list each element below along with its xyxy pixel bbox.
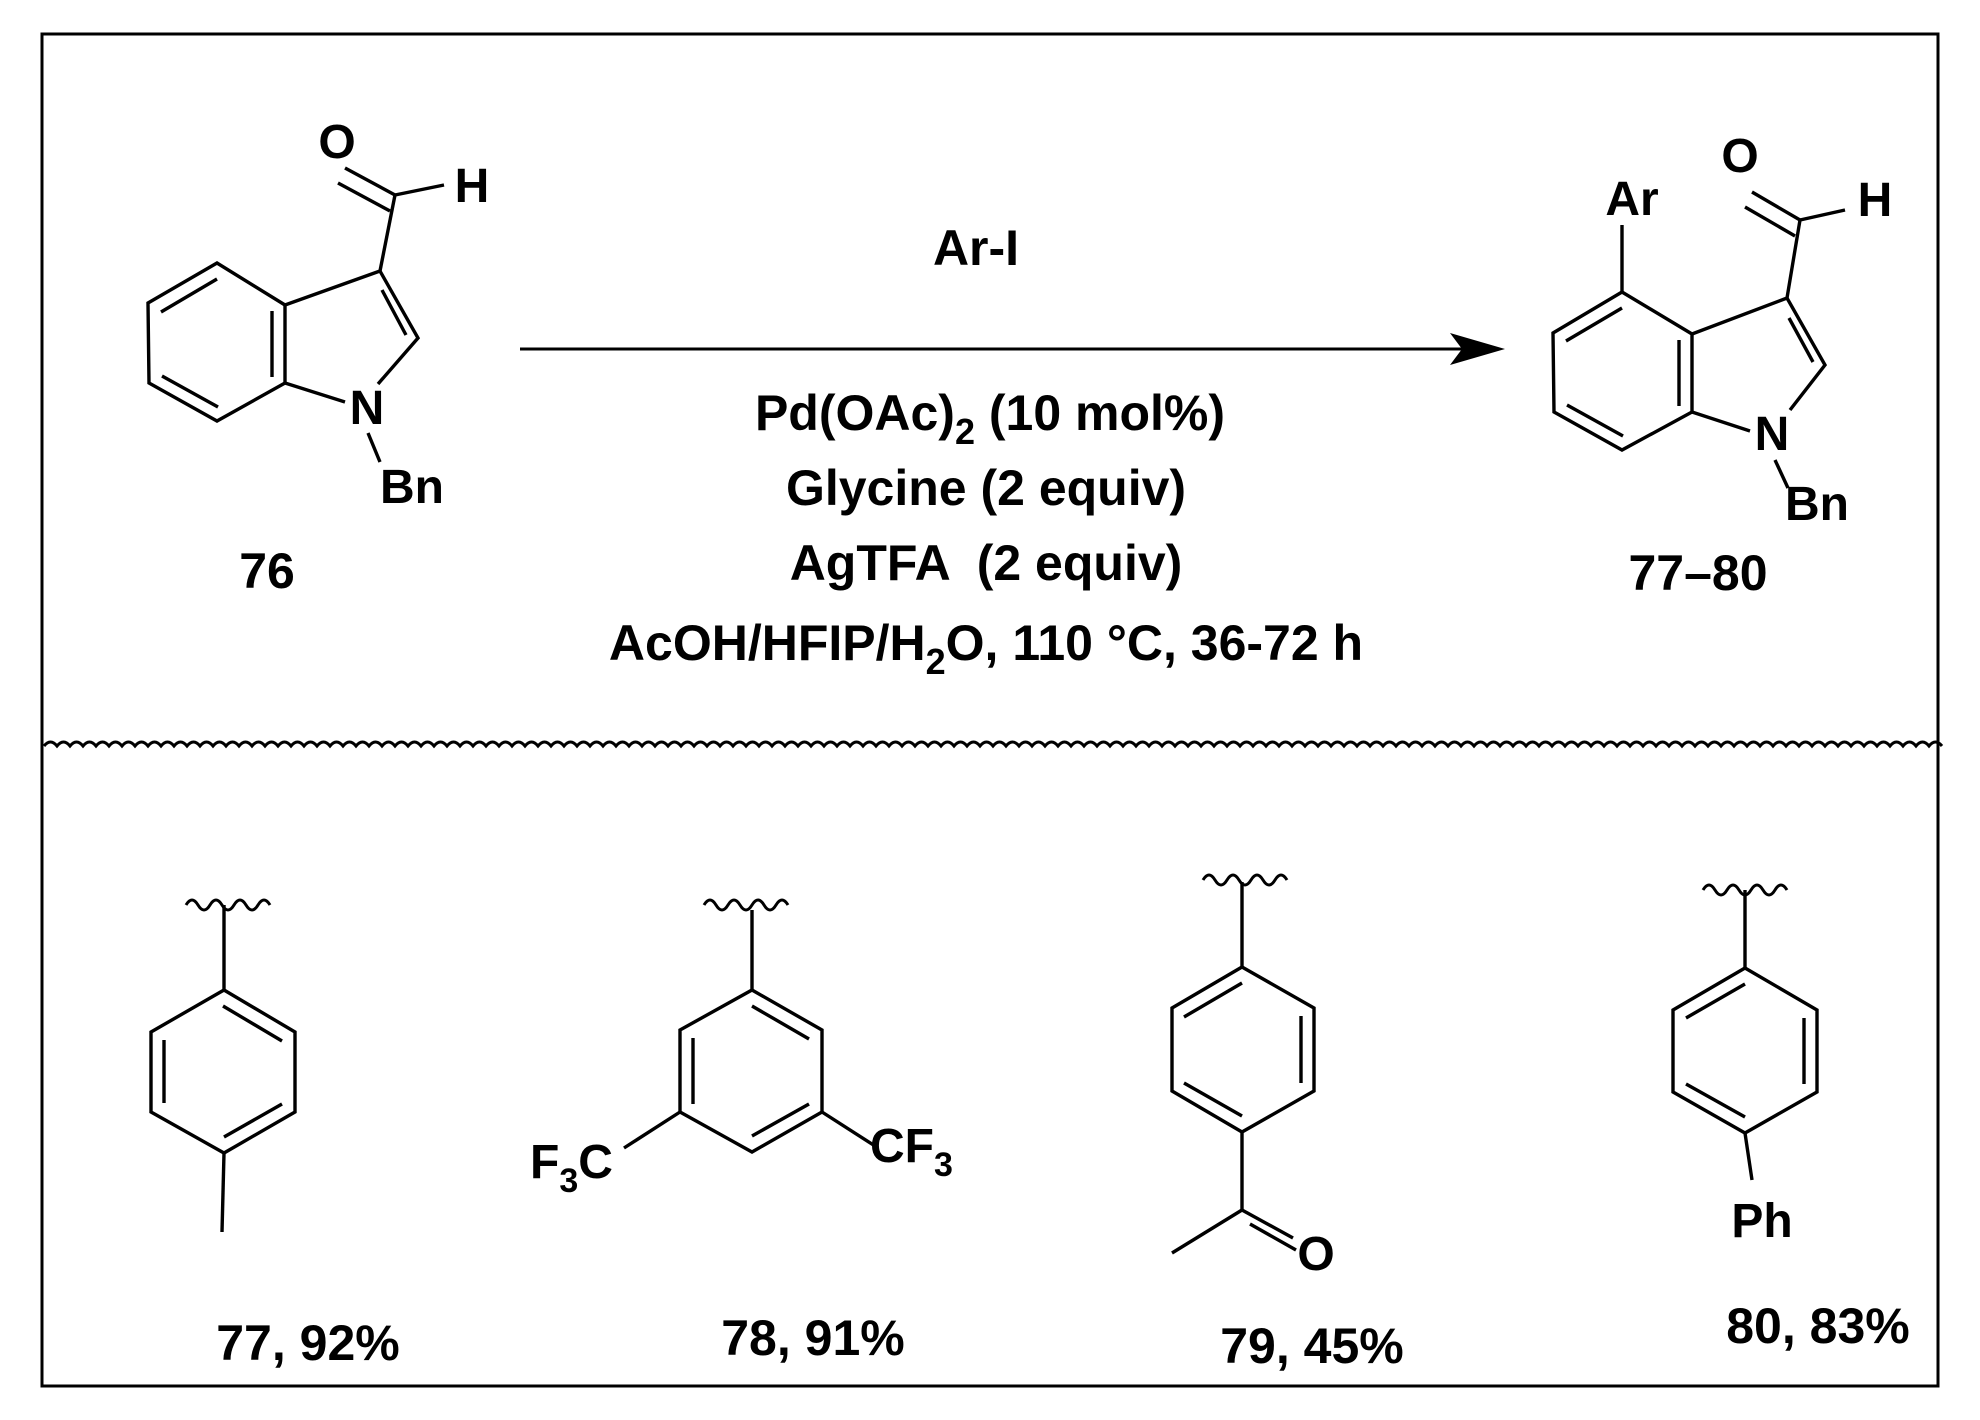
substituent-80-label: 80, 83% — [1726, 1298, 1909, 1354]
product-compound-number: 77–80 — [1628, 545, 1767, 601]
reaction-arrow — [520, 333, 1505, 365]
condition-oxidant: AgTFA (2 equiv) — [790, 535, 1183, 591]
reactant-benzyl-group: Bn — [380, 461, 444, 514]
substituent-79-oxygen: O — [1297, 1228, 1334, 1281]
substituent-77-label: 77, 92% — [216, 1315, 399, 1371]
product-hydrogen: H — [1858, 174, 1893, 227]
product-aryl-group: Ar — [1605, 173, 1658, 226]
substituent-80-phenyl-group: Ph — [1731, 1195, 1792, 1248]
attachment-wave-79 — [1201, 873, 1289, 887]
reactant-oxygen: O — [318, 116, 355, 169]
substituent-77-structure — [149, 898, 297, 1233]
attachment-wave-78 — [702, 898, 790, 912]
condition-solvent-temperature-time: AcOH/HFIP/H2O, 110 °C, 36-72 h — [609, 615, 1363, 682]
substituent-78-label: 78, 91% — [721, 1310, 904, 1366]
reactant-compound-number: 76 — [239, 543, 295, 599]
reactant-hydrogen: H — [455, 160, 490, 213]
reactant-nitrogen: N — [350, 382, 385, 435]
substituent-78-left-cf3: F3C — [530, 1136, 613, 1200]
reagent-label: Ar-I — [933, 220, 1019, 276]
substituent-79-structure: O — [1170, 873, 1335, 1281]
product-benzyl-group: Bn — [1785, 478, 1849, 531]
condition-ligand: Glycine (2 equiv) — [786, 460, 1186, 516]
product-nitrogen: N — [1755, 408, 1790, 461]
wavy-divider — [42, 740, 1944, 749]
product-oxygen: O — [1721, 130, 1758, 183]
attachment-wave-77 — [184, 898, 272, 912]
scheme-frame — [40, 32, 1940, 1388]
substituent-79-label: 79, 45% — [1220, 1318, 1403, 1374]
condition-catalyst: Pd(OAc)2 (10 mol%) — [755, 385, 1225, 452]
substituent-78-right-cf3: CF3 — [870, 1120, 953, 1184]
substituent-80-structure: Ph — [1671, 883, 1819, 1248]
product-structure: Ar O H N Bn — [1551, 130, 1893, 531]
reactant-structure: O H N Bn — [146, 116, 490, 514]
substituent-78-structure: F3C CF3 — [530, 898, 953, 1200]
